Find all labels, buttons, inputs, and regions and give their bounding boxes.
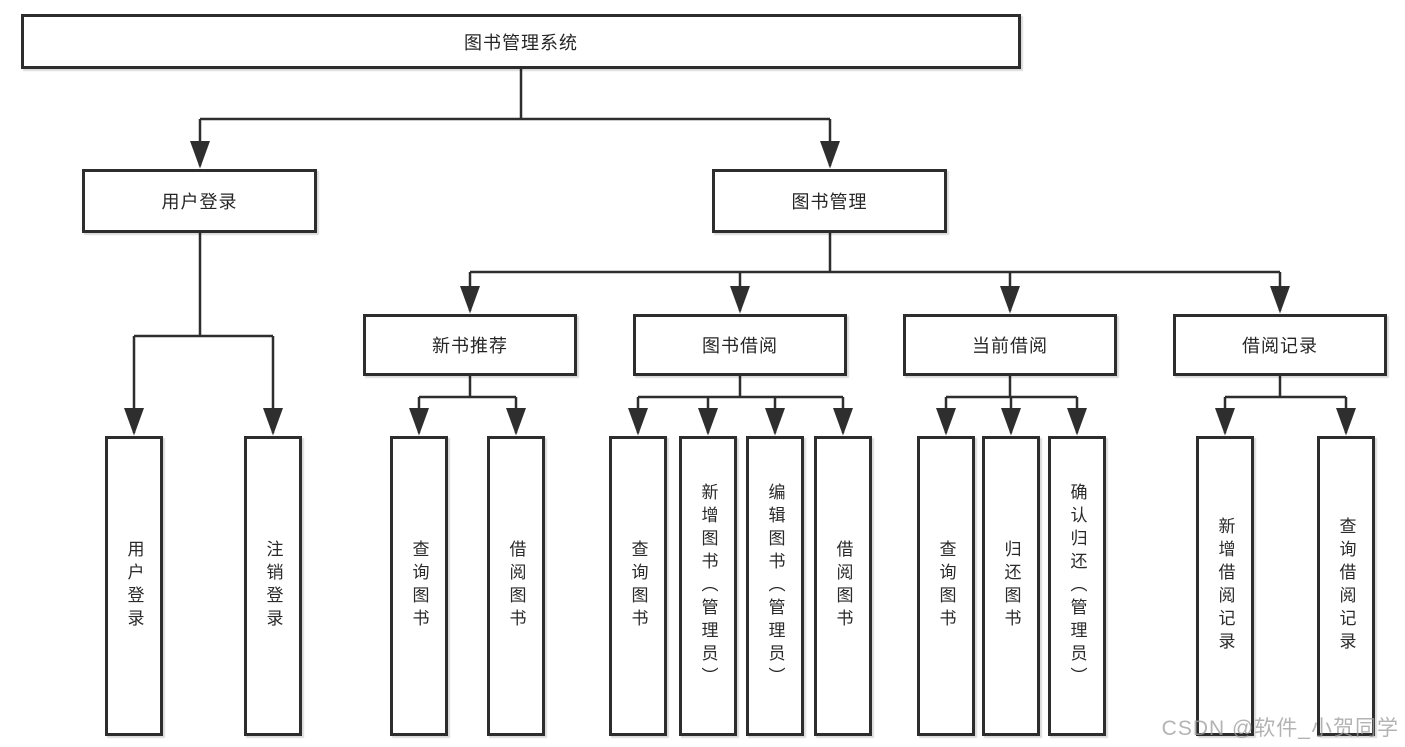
node-book-management: 图书管理 [712, 169, 947, 233]
leaf-borrow-books: 借阅图书 [814, 436, 872, 736]
csdn-watermark: CSDN @软件_小贺同学 [1161, 717, 1399, 740]
leaf-label: 新增图书（管理员） [698, 482, 718, 690]
leaf-label: 查询图书 [409, 540, 429, 632]
leaf-label: 确认归还（管理员） [1067, 482, 1087, 690]
leaf-label: 用户登录 [124, 540, 144, 632]
leaf-label: 查询图书 [936, 540, 956, 632]
leaf-label: 查询借阅记录 [1336, 517, 1356, 655]
leaf-confirm-return-admin: 确认归还（管理员） [1048, 436, 1106, 736]
leaf-label: 借阅图书 [833, 540, 853, 632]
leaf-query-books: 查询图书 [609, 436, 667, 736]
node-book-borrowing: 图书借阅 [633, 314, 847, 376]
leaf-query-books: 查询图书 [917, 436, 975, 736]
leaf-label: 查询图书 [628, 540, 648, 632]
node-borrowing-records: 借阅记录 [1173, 314, 1387, 376]
leaf-label: 注销登录 [263, 540, 283, 632]
leaf-query-books: 查询图书 [390, 436, 448, 736]
leaf-borrow-books: 借阅图书 [487, 436, 545, 736]
node-current-borrowing: 当前借阅 [903, 314, 1117, 376]
leaf-label: 借阅图书 [506, 540, 526, 632]
node-new-book-recommend: 新书推荐 [363, 314, 577, 376]
leaf-add-borrow-record: 新增借阅记录 [1196, 436, 1254, 736]
leaf-logout: 注销登录 [244, 436, 302, 736]
leaf-edit-books-admin: 编辑图书（管理员） [746, 436, 804, 736]
node-user-login: 用户登录 [82, 169, 317, 233]
leaf-label: 新增借阅记录 [1215, 517, 1235, 655]
leaf-add-books-admin: 新增图书（管理员） [679, 436, 737, 736]
leaf-label: 编辑图书（管理员） [765, 482, 785, 690]
leaf-user-login: 用户登录 [105, 436, 163, 736]
leaf-query-borrow-record: 查询借阅记录 [1317, 436, 1375, 736]
leaf-return-books: 归还图书 [982, 436, 1040, 736]
node-library-system: 图书管理系统 [21, 14, 1021, 69]
leaf-label: 归还图书 [1001, 540, 1021, 632]
